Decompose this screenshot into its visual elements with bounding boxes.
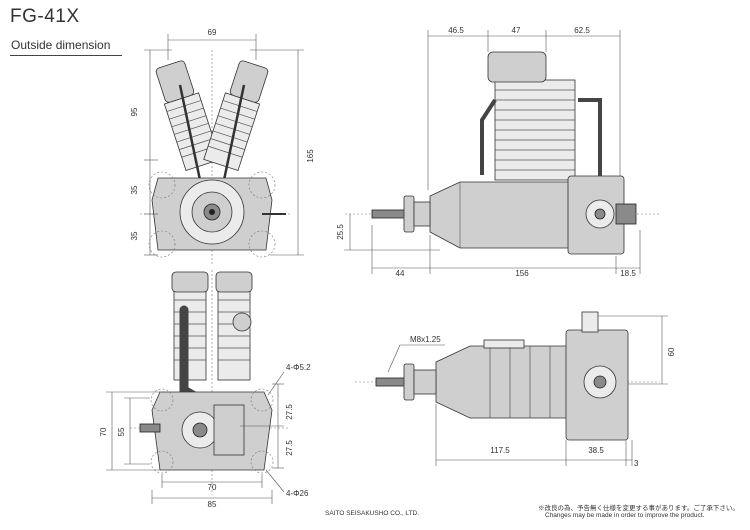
dim-bottom-thread: M8x1.25 (410, 335, 441, 344)
dim-front-width: 69 (208, 28, 217, 37)
dim-side-b: 47 (512, 26, 521, 35)
dim-rear-top: 27.5 (285, 404, 294, 420)
dim-front-low: 35 (130, 231, 139, 240)
dim-bottom-gap: 3 (634, 459, 639, 468)
dim-bottom-rear: 38.5 (588, 446, 604, 455)
dim-side-prop: 44 (396, 269, 405, 278)
page-subtitle: Outside dimension (11, 38, 111, 52)
dim-front-upper: 95 (130, 107, 139, 116)
dim-rear-bolt-circle: 4-Φ26 (286, 489, 309, 498)
dim-rear-width-outer: 85 (208, 500, 217, 509)
page-title: FG-41X (10, 6, 80, 27)
dim-rear-height-inner: 55 (117, 427, 126, 436)
front-view (140, 50, 290, 265)
bottom-view (355, 311, 660, 441)
dim-rear-width-inner: 70 (208, 483, 217, 492)
rear-dimensions: 4-Φ5.2 27.5 27.5 70 55 70 85 4-Φ26 (99, 363, 311, 509)
dim-front-total: 165 (306, 149, 315, 163)
dim-rear-mount-holes: 4-Φ5.2 (286, 363, 311, 372)
manufacturer-label: SAITO SEISAKUSHO CO., LTD. (325, 510, 420, 517)
dim-rear-height-outer: 70 (99, 427, 108, 436)
subtitle-underline (10, 55, 122, 56)
dim-rear-bottom: 27.5 (285, 440, 294, 456)
front-dimensions: 69 95 35 35 165 (130, 28, 315, 256)
side-view (345, 51, 660, 255)
dim-side-rear: 18.5 (620, 269, 636, 278)
notice-english: Changes may be made in order to improve … (545, 512, 705, 519)
bottom-dimensions: M8x1.25 60 117.5 38.5 3 (387, 315, 676, 468)
dim-side-shaft-height: 25.5 (336, 224, 345, 240)
side-dimensions: 46.5 47 62.5 25.5 44 156 18.5 (336, 26, 641, 278)
dim-front-mid: 35 (130, 185, 139, 194)
dim-bottom-height: 60 (667, 347, 676, 356)
dim-side-body: 156 (515, 269, 529, 278)
notice-japanese: ※改良の為、予告無く仕様を変更する事があります。ご了承下さい。 (538, 505, 739, 512)
rear-view (130, 270, 290, 495)
dim-side-c: 62.5 (574, 26, 590, 35)
dim-side-a: 46.5 (448, 26, 464, 35)
dim-bottom-length: 117.5 (490, 446, 510, 455)
